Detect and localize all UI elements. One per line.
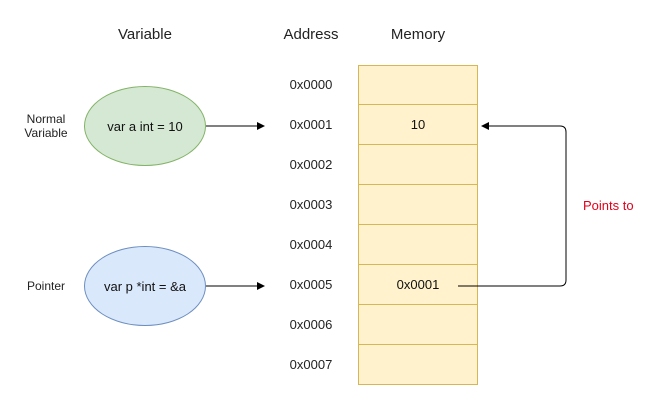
memory-header: Memory (390, 26, 446, 43)
memory-cell (358, 305, 478, 345)
normal-variable-label-line2: Variable (24, 126, 68, 140)
normal-variable-label-line1: Normal (26, 112, 66, 126)
address-header: Address (283, 26, 339, 43)
address-label: 0x0000 (289, 77, 333, 92)
address-label: 0x0002 (289, 157, 333, 172)
memory-cell (358, 185, 478, 225)
memory-cell-value: 0x0001 (396, 277, 440, 292)
address-label: 0x0007 (289, 357, 333, 372)
variable-header: Variable (118, 26, 172, 43)
memory-cell (358, 145, 478, 185)
pointer-oval: var p *int = &a (84, 246, 206, 326)
pointer-code: var p *int = &a (103, 278, 187, 294)
points-to-label: Points to (583, 198, 634, 213)
normal-variable-label: Normal Variable (14, 112, 78, 140)
memory-cell-value: 10 (410, 117, 426, 132)
memory-cell: 10 (358, 105, 478, 145)
address-label: 0x0006 (289, 317, 333, 332)
address-label: 0x0005 (289, 277, 333, 292)
memory-cell (358, 345, 478, 385)
address-label: 0x0003 (289, 197, 333, 212)
normal-variable-oval: var a int = 10 (84, 86, 206, 166)
address-label: 0x0004 (289, 237, 333, 252)
memory-cell (358, 65, 478, 105)
normal-variable-code: var a int = 10 (107, 118, 183, 134)
memory-cell (358, 225, 478, 265)
memory-cell: 0x0001 (358, 265, 478, 305)
address-label: 0x0001 (289, 117, 333, 132)
pointer-label: Pointer (26, 279, 66, 293)
memory-column: 10 0x0001 (358, 65, 478, 385)
